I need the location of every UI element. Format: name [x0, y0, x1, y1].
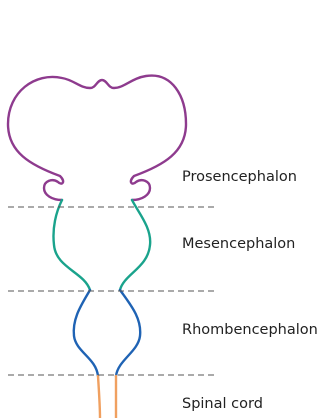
label-prosencephalon: Prosencephalon — [182, 169, 297, 185]
rhombencephalon-outline-right — [116, 290, 140, 376]
label-spinal-cord: Spinal cord — [182, 396, 263, 412]
prosencephalon-outline — [8, 76, 186, 200]
label-mesencephalon: Mesencephalon — [182, 236, 295, 252]
label-rhombencephalon: Rhombencephalon — [182, 322, 318, 338]
mesencephalon-outline-left — [53, 200, 90, 290]
spinal-cord-outline-left — [98, 376, 100, 418]
mesencephalon-outline-right — [120, 200, 150, 290]
rhombencephalon-outline-left — [74, 290, 98, 376]
